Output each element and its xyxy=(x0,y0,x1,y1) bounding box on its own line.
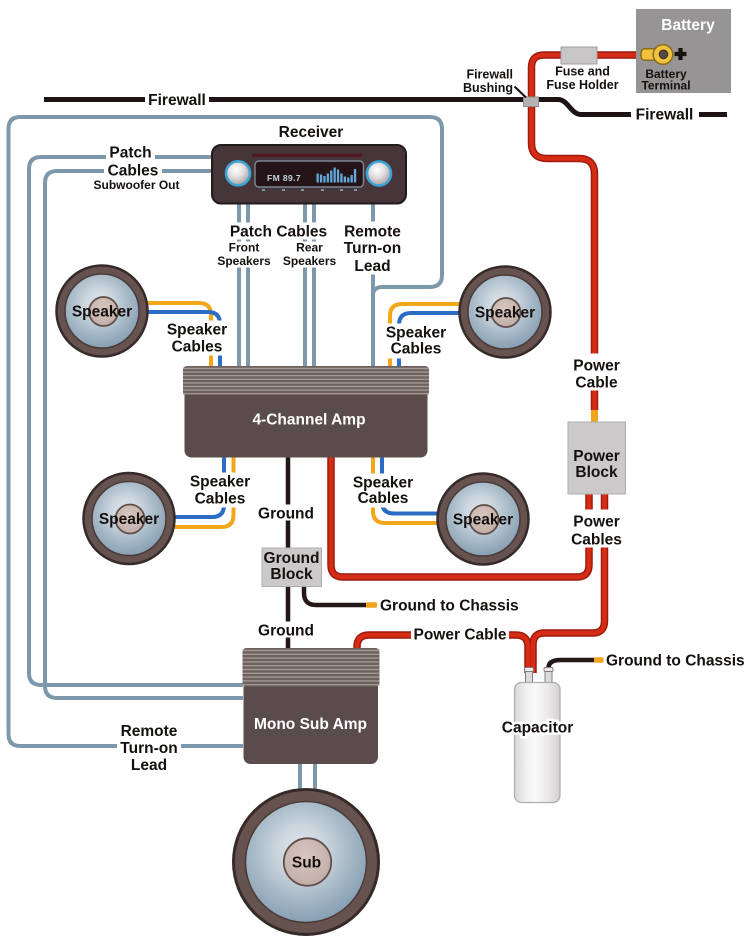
svg-text:Fuse and: Fuse and xyxy=(555,65,610,79)
svg-text:Cables: Cables xyxy=(358,490,409,507)
svg-text:Cables: Cables xyxy=(195,491,246,508)
svg-text:Speakers: Speakers xyxy=(217,254,271,268)
svg-text:Bushing: Bushing xyxy=(463,81,513,95)
svg-text:Fuse Holder: Fuse Holder xyxy=(546,78,618,92)
svg-text:Capacitor: Capacitor xyxy=(502,720,574,737)
svg-text:Ground to Chassis: Ground to Chassis xyxy=(380,598,519,615)
svg-text:Ground to Chassis: Ground to Chassis xyxy=(606,653,745,670)
svg-text:Front: Front xyxy=(229,241,260,255)
svg-text:Power: Power xyxy=(573,514,620,531)
svg-text:Ground: Ground xyxy=(258,623,314,640)
svg-text:Patch Cables: Patch Cables xyxy=(230,224,327,241)
svg-text:Block: Block xyxy=(575,464,618,481)
svg-text:Speaker: Speaker xyxy=(72,304,132,321)
svg-text:Rear: Rear xyxy=(296,241,323,255)
svg-text:Speaker: Speaker xyxy=(475,305,535,322)
svg-text:Terminal: Terminal xyxy=(641,79,690,93)
svg-text:Cables: Cables xyxy=(391,341,442,358)
svg-text:Cables: Cables xyxy=(108,162,159,179)
svg-text:Speaker: Speaker xyxy=(190,474,250,491)
svg-text:Remote: Remote xyxy=(121,723,178,740)
svg-text:Cable: Cable xyxy=(575,375,618,392)
svg-text:Battery: Battery xyxy=(645,67,687,81)
svg-text:Turn-on: Turn-on xyxy=(344,240,401,257)
svg-text:Battery: Battery xyxy=(661,17,715,34)
svg-text:Firewall: Firewall xyxy=(636,107,694,124)
svg-text:Ground: Ground xyxy=(264,550,320,567)
svg-text:Power: Power xyxy=(573,358,620,375)
svg-text:FM 89.7: FM 89.7 xyxy=(267,173,301,183)
svg-text:Subwoofer Out: Subwoofer Out xyxy=(94,178,180,192)
svg-text:Speaker: Speaker xyxy=(453,512,513,529)
svg-text:Speaker: Speaker xyxy=(99,511,159,528)
svg-text:Lead: Lead xyxy=(354,258,390,275)
svg-text:Lead: Lead xyxy=(131,757,167,774)
svg-text:Receiver: Receiver xyxy=(279,124,344,141)
svg-text:Power: Power xyxy=(573,448,620,465)
svg-text:Cables: Cables xyxy=(172,339,223,356)
svg-text:Turn-on: Turn-on xyxy=(120,740,177,757)
svg-text:Ground: Ground xyxy=(258,506,314,523)
svg-text:Firewall: Firewall xyxy=(148,92,206,109)
svg-text:Power Cable: Power Cable xyxy=(414,627,507,644)
svg-text:Speakers: Speakers xyxy=(283,254,337,268)
svg-text:Patch: Patch xyxy=(109,145,151,162)
svg-text:Sub: Sub xyxy=(292,855,321,872)
svg-text:Speaker: Speaker xyxy=(386,325,446,342)
svg-text:Speaker: Speaker xyxy=(167,322,227,339)
svg-text:Mono Sub Amp: Mono Sub Amp xyxy=(254,716,367,733)
svg-text:Cables: Cables xyxy=(571,532,622,549)
svg-text:4-Channel Amp: 4-Channel Amp xyxy=(252,412,365,429)
svg-text:Block: Block xyxy=(270,566,313,583)
svg-text:Remote: Remote xyxy=(344,224,401,241)
svg-text:Speaker: Speaker xyxy=(353,475,413,492)
svg-text:Firewall: Firewall xyxy=(466,68,513,82)
